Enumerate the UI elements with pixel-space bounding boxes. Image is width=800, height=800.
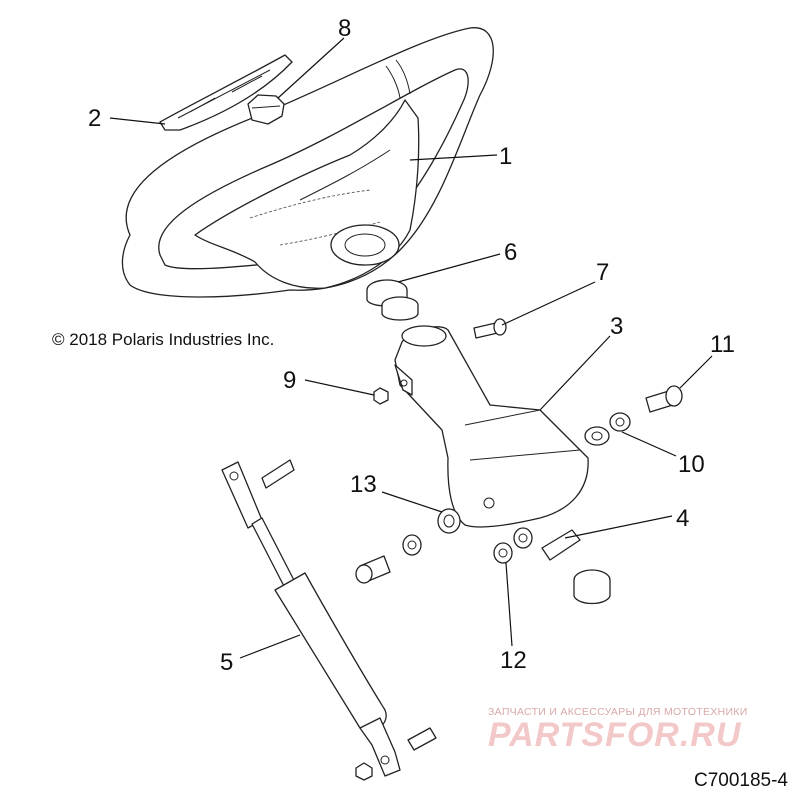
callout-3: 3 (610, 313, 623, 340)
bolt-upper (473, 318, 507, 339)
watermark: ЗАПЧАСТИ И АКСЕССУАРЫ ДЛЯ МОТОТЕХНИКИ PA… (488, 706, 788, 755)
callout-13: 13 (350, 471, 377, 498)
steering-nut (247, 94, 285, 125)
callout-6: 6 (504, 239, 517, 266)
callout-5: 5 (220, 649, 233, 676)
watermark-logo: PARTSFOR.RU (488, 716, 742, 754)
upper-bushing (366, 279, 419, 321)
washer-and-bushing (584, 412, 631, 446)
steering-wheel (121, 27, 494, 298)
small-nut (373, 387, 389, 405)
horn-cover (159, 54, 293, 131)
callout-2: 2 (88, 105, 101, 132)
bolt-side (645, 385, 683, 413)
bolt-lower-left (355, 534, 422, 584)
callout-12: 12 (500, 647, 527, 674)
column-bracket (394, 325, 589, 528)
callout-9: 9 (283, 367, 296, 394)
gas-strut (221, 459, 437, 781)
callout-4: 4 (676, 505, 689, 532)
callout-11: 11 (710, 331, 735, 358)
callout-7: 7 (596, 259, 609, 286)
watermark-tagline: ЗАПЧАСТИ И АКСЕССУАРЫ ДЛЯ МОТОТЕХНИКИ (488, 706, 748, 718)
callout-labels: 1 2 3 4 5 6 7 8 9 10 11 12 13 (88, 15, 735, 676)
callout-1: 1 (499, 143, 512, 170)
leader-lines (109, 37, 713, 659)
copyright-notice: © 2018 Polaris Industries Inc. (52, 330, 275, 349)
diagram-part-number: C700185-4 (693, 770, 788, 791)
callout-10: 10 (678, 451, 705, 478)
callout-8: 8 (338, 15, 351, 42)
spacer (437, 508, 461, 534)
lower-nuts (493, 527, 533, 564)
lower-bushing (541, 529, 611, 605)
